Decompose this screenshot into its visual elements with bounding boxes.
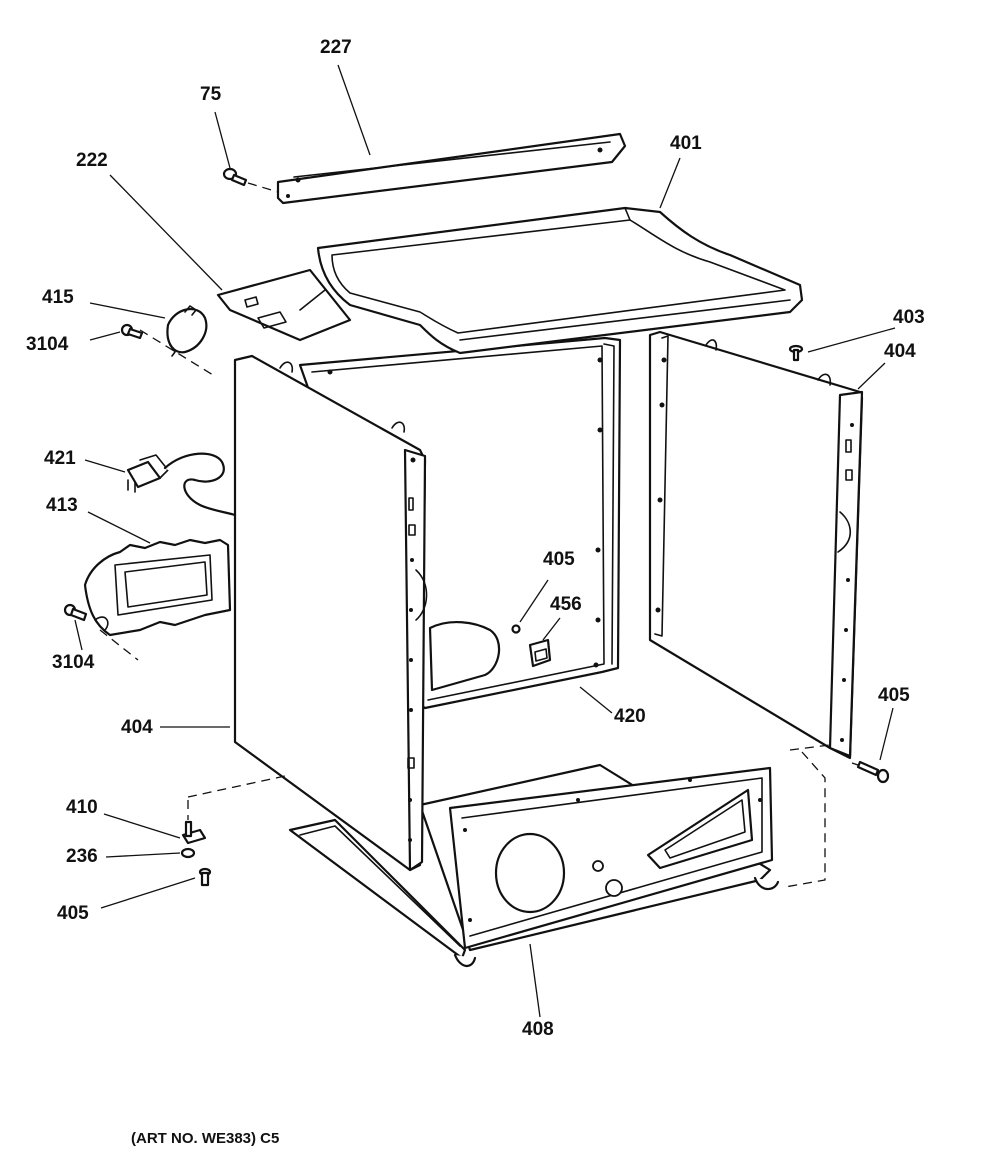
callout-421: 421 — [44, 448, 76, 469]
callout-410: 410 — [66, 797, 98, 818]
callout-404-right: 404 — [884, 341, 916, 362]
callout-3104-lower: 3104 — [52, 652, 95, 673]
callout-405-mid: 405 — [543, 549, 575, 570]
callout-408: 408 — [522, 1019, 554, 1040]
callout-413: 413 — [46, 495, 78, 516]
screw-405-right — [856, 760, 890, 784]
callout-415: 415 — [42, 287, 74, 308]
screw-3104-upper — [120, 323, 144, 340]
clip-456 — [528, 638, 552, 668]
alignment-lines — [187, 744, 859, 888]
screw-403 — [788, 344, 804, 362]
leader-lines — [74, 64, 896, 1018]
screw-75 — [222, 167, 279, 193]
callout-405-lower: 405 — [57, 903, 89, 924]
top-bracket-227 — [276, 132, 627, 205]
base-frame-408 — [288, 763, 780, 967]
callout-456: 456 — [550, 594, 582, 615]
leveling-leg-410 — [181, 820, 207, 845]
callout-405-right: 405 — [878, 685, 910, 706]
right-side-panel-404 — [648, 330, 864, 760]
callout-420: 420 — [614, 706, 646, 727]
callout-403: 403 — [893, 307, 925, 328]
callout-222: 222 — [76, 150, 108, 171]
art-number-note: (ART NO. WE383) C5 — [131, 1130, 280, 1147]
nut-236 — [180, 847, 196, 859]
screw-405-mid — [511, 624, 521, 634]
callout-227: 227 — [320, 37, 352, 58]
terminal-cover-413 — [83, 538, 232, 661]
callout-236: 236 — [66, 846, 98, 867]
callout-401: 401 — [670, 133, 702, 154]
top-cover-401 — [316, 206, 804, 355]
screw-405-lower — [198, 867, 212, 887]
screw-3104-lower — [63, 603, 88, 622]
callout-404-left: 404 — [121, 717, 153, 738]
access-cover-415 — [139, 305, 214, 376]
left-side-panel-404 — [233, 354, 428, 872]
callout-labels: 227 75 222 401 415 3104 403 404 421 413 … — [26, 37, 925, 1040]
callout-75: 75 — [200, 84, 222, 105]
callout-3104-upper: 3104 — [26, 334, 69, 355]
power-cord-421 — [126, 452, 237, 517]
top-front-panel-222 — [216, 268, 352, 342]
